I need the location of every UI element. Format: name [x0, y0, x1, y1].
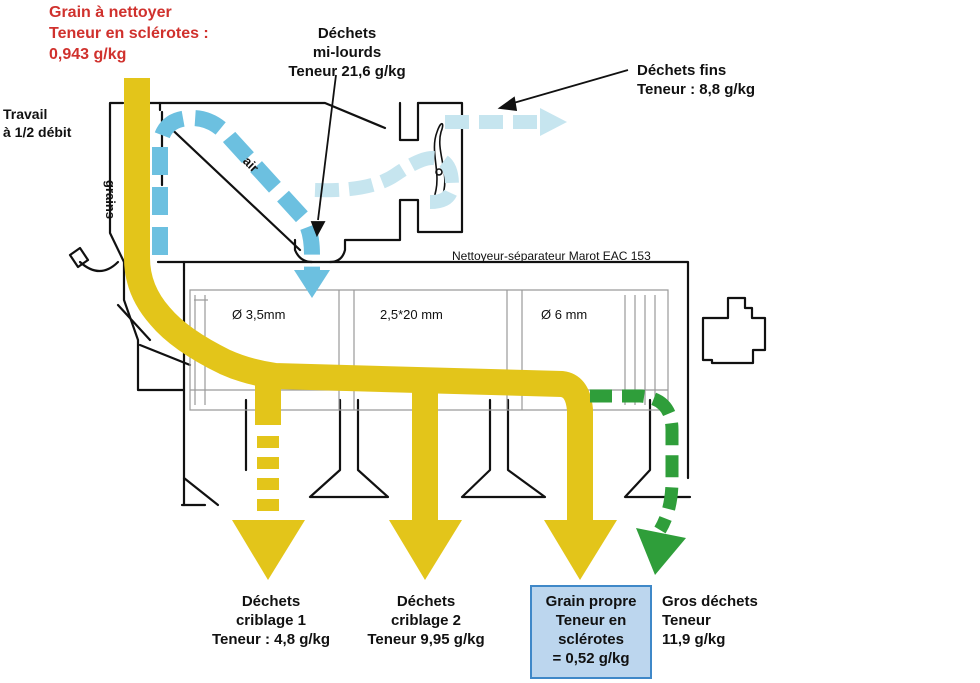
machine-outline [68, 101, 767, 507]
mode-line-2: à 1/2 débit [3, 124, 72, 140]
mi-lourds-line-3: Teneur 21,6 g/kg [288, 63, 406, 80]
gros-line-3: 11,9 g/kg [662, 631, 726, 648]
grain-flow-main [124, 78, 593, 520]
criblage1-line-1: Déchets [241, 593, 301, 610]
propre-line-4: = 0,52 g/kg [552, 650, 630, 667]
input-line-2: Teneur en sclérotes : [49, 25, 209, 42]
output-arrow-criblage1 [232, 520, 305, 580]
gros-arrow [636, 528, 686, 575]
grain-propre-box [530, 585, 652, 679]
output-arrow-propre [544, 520, 617, 580]
propre-line-2: Teneur en [555, 612, 627, 629]
fins-line-1: Déchets fins [637, 62, 727, 79]
machine-name: Nettoyeur-séparateur Marot EAC 153 [452, 249, 651, 263]
criblage2-line-3: Teneur 9,95 g/kg [367, 631, 485, 648]
gros-line-1: Gros déchets [662, 593, 758, 610]
mi-lourds-line-1: Déchets [317, 25, 377, 42]
input-line-3: 0,943 g/kg [49, 46, 127, 63]
gros-flow-path [590, 389, 679, 534]
mi-lourds-line-2: mi-lourds [312, 44, 382, 61]
leader-arrows [310, 69, 629, 238]
fine-waste-arrow [540, 108, 567, 136]
criblage1-line-2: criblage 1 [235, 612, 307, 629]
grain-flow-label: grains [103, 180, 118, 220]
air-down-arrow [294, 270, 330, 298]
fins-line-2: Teneur : 8,8 g/kg [637, 81, 756, 98]
criblage1-line-3: Teneur : 4,8 g/kg [211, 631, 331, 648]
criblage2-line-2: criblage 2 [390, 612, 462, 629]
propre-line-1: Grain propre [545, 593, 637, 610]
propre-line-3: sclérotes [558, 631, 624, 648]
output-arrow-criblage2 [389, 520, 462, 580]
input-line-1: Grain à nettoyer [49, 4, 172, 21]
gros-line-2: Teneur [662, 612, 711, 629]
screen-label-2: 2,5*20 mm [380, 307, 443, 322]
air-flow-path [152, 109, 320, 275]
screen-label-3: Ø 6 mm [541, 307, 588, 322]
criblage2-line-1: Déchets [396, 593, 456, 610]
mode-line-1: Travail [3, 106, 48, 122]
fine-waste-path [314, 150, 460, 209]
screen-label-1: Ø 3,5mm [232, 307, 286, 322]
